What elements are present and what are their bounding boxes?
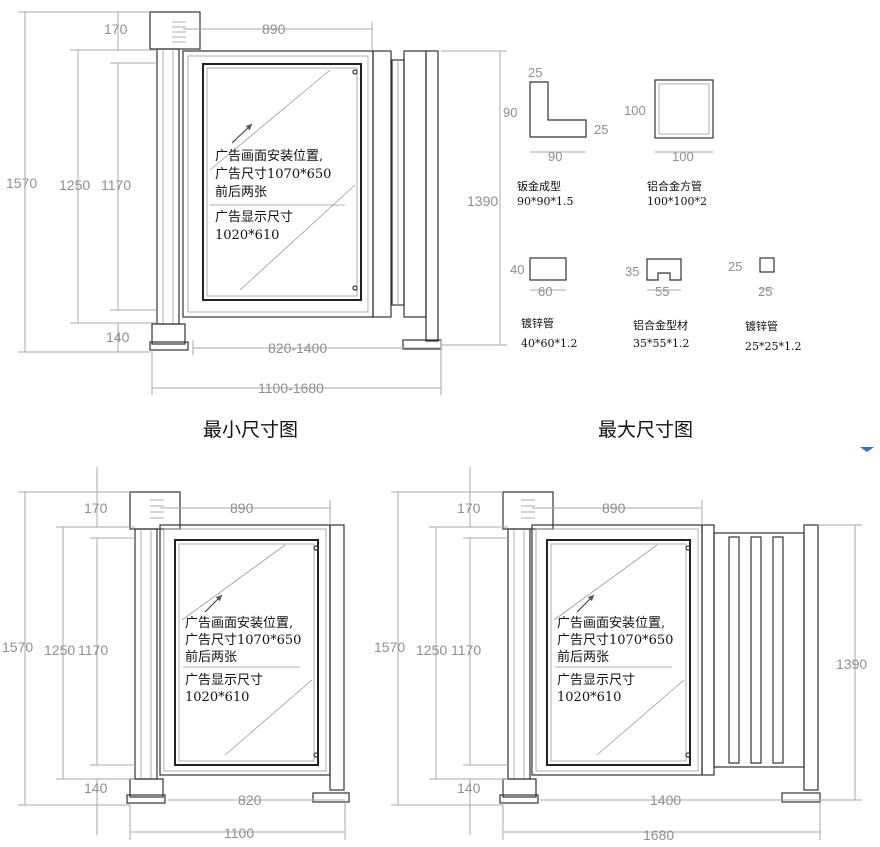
- end-post: [803, 524, 819, 791]
- dim-1100-1680: 1100-1680: [258, 380, 324, 396]
- ad-note-line2: 广告尺寸1070*650: [215, 167, 331, 182]
- dim-1390: 1390: [836, 656, 867, 672]
- extension-section: [701, 524, 715, 776]
- caption-min: 最小尺寸图: [203, 419, 298, 441]
- top-gate-drawing: 广告画面安装位置, 广告尺寸1070*650 前后两张 广告显示尺寸 1020*…: [6, 11, 507, 396]
- profile5-spec: 25*25*1.2: [745, 340, 802, 353]
- profile5-dim-b: 25: [758, 284, 772, 299]
- angle-profile-icon: [529, 81, 587, 138]
- dim-170: 170: [104, 21, 128, 37]
- ad-note-line3: 前后两张: [215, 184, 267, 200]
- dim-170: 170: [457, 500, 481, 516]
- dim-140: 140: [106, 329, 130, 345]
- caption-max: 最大尺寸图: [598, 419, 693, 441]
- ad-note-line2: 广告尺寸1070*650: [185, 633, 301, 648]
- galv-tube-icon: [529, 257, 567, 281]
- dim-1250: 1250: [59, 177, 90, 193]
- dim-1570: 1570: [6, 175, 37, 191]
- ad-note-line1: 广告画面安装位置,: [215, 149, 323, 164]
- ad-note-line4: 广告显示尺寸: [185, 673, 263, 688]
- profile2-name: 铝合金方管: [647, 179, 702, 193]
- extension-rail: [372, 50, 392, 318]
- profile1-name: 钣金成型: [517, 179, 561, 193]
- profile3-dim-b: 60: [538, 284, 552, 299]
- profile4-name: 铝合金型材: [633, 318, 688, 332]
- ad-note-line2: 广告尺寸1070*650: [557, 633, 673, 648]
- profile-sections: 25 90 25 90 钣金成型 90*90*1.5 100 100 铝合金方管…: [503, 65, 802, 353]
- profile1-dim-c: 25: [594, 122, 608, 137]
- profile4-spec: 35*55*1.2: [633, 337, 690, 350]
- profile3-spec: 40*60*1.2: [521, 337, 578, 350]
- dim-1400: 1400: [650, 792, 681, 808]
- dim-890: 890: [602, 500, 626, 516]
- small-arrow-icon: [860, 447, 874, 452]
- ad-note-line5: 1020*610: [215, 228, 279, 243]
- ad-note-line5: 1020*610: [185, 690, 249, 705]
- profile1-dim-a: 25: [528, 65, 542, 80]
- ad-note-line1: 广告画面安装位置,: [185, 616, 293, 631]
- dim-1250: 1250: [416, 642, 447, 658]
- dim-820-1400: 820-1400: [268, 340, 327, 356]
- dim-1390: 1390: [467, 193, 498, 209]
- dim-1680: 1680: [643, 827, 674, 843]
- main-post: [156, 48, 180, 325]
- profile5-dim-a: 25: [728, 259, 742, 274]
- dim-1170: 1170: [451, 642, 481, 658]
- profile2-dim-a: 100: [624, 103, 646, 118]
- ad-panel: [202, 63, 362, 301]
- motor-vent-icon: [172, 21, 186, 43]
- dim-1170: 1170: [78, 642, 108, 658]
- profile1-dim-d: 90: [548, 149, 562, 164]
- profile1-spec: 90*90*1.5: [517, 195, 574, 208]
- motor-box: [129, 491, 181, 530]
- dim-1170: 1170: [101, 177, 131, 193]
- dim-140: 140: [457, 780, 481, 796]
- square-tube-icon: [654, 79, 714, 139]
- profile5-name: 镀锌管: [745, 319, 778, 333]
- dim-890: 890: [262, 21, 286, 37]
- profile2-dim-b: 100: [672, 149, 694, 164]
- min-gate-drawing: 广告画面安装位置, 广告尺寸1070*650 前后两张 广告显示尺寸 1020*…: [2, 467, 350, 841]
- ad-note-line1: 广告画面安装位置,: [557, 616, 665, 631]
- small-tube-icon: [759, 257, 775, 273]
- profile2-spec: 100*100*2: [647, 195, 707, 208]
- dim-1570: 1570: [2, 639, 33, 655]
- ad-note-line3: 前后两张: [557, 649, 609, 665]
- dim-890: 890: [230, 500, 254, 516]
- dim-1570: 1570: [374, 639, 405, 655]
- dim-1250: 1250: [44, 642, 75, 658]
- door-frame: [182, 50, 374, 318]
- dim-170: 170: [84, 500, 108, 516]
- profile4-dim-b: 55: [655, 284, 669, 299]
- dim-820: 820: [238, 792, 262, 808]
- dim-140: 140: [84, 780, 108, 796]
- post-base: [151, 323, 186, 345]
- ad-panel: [174, 539, 319, 766]
- ad-panel: [546, 539, 691, 766]
- motor-box: [149, 11, 201, 50]
- profile3-name: 镀锌管: [521, 316, 554, 330]
- ad-note-line4: 广告显示尺寸: [557, 673, 635, 688]
- alu-profile-icon: [646, 258, 682, 281]
- max-gate-drawing: 广告画面安装位置, 广告尺寸1070*650 前后两张 广告显示尺寸 1020*…: [374, 467, 867, 843]
- motor-box: [502, 491, 554, 530]
- profile4-dim-a: 35: [625, 264, 639, 279]
- dim-1100: 1100: [224, 825, 254, 841]
- end-post: [425, 50, 439, 342]
- ad-note-line5: 1020*610: [557, 690, 621, 705]
- ad-note-line4: 广告显示尺寸: [215, 210, 293, 225]
- ad-note-line3: 前后两张: [185, 649, 237, 665]
- profile1-dim-b: 90: [503, 105, 517, 120]
- profile3-dim-a: 40: [510, 262, 524, 277]
